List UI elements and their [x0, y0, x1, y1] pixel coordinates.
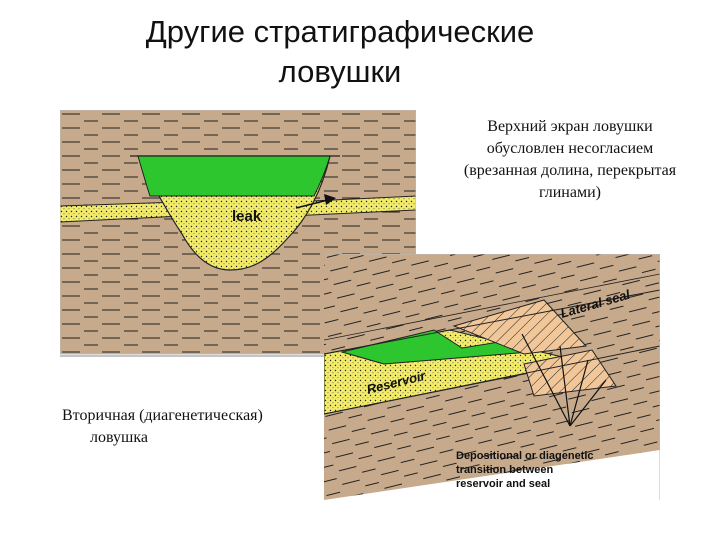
- caption-top-line-3: (врезанная долина, перекрытая: [463, 162, 677, 179]
- transition-label-line-1: Depositional or diagenetic: [456, 450, 594, 462]
- caption-bottom: Вторичная (диагенетическая) ловушка: [62, 405, 332, 449]
- pointer-line: [569, 359, 589, 427]
- caption-top: Верхний экран ловушки обусловлен несогла…: [430, 116, 710, 204]
- transition-label-line-2: transition between: [456, 464, 553, 476]
- caption-bottom-line-2: ловушка: [90, 429, 148, 446]
- lateral-seal: [452, 299, 588, 355]
- oil-accumulation: [137, 155, 331, 197]
- diagenetic-trap-diagram: Lateral seal Reservoir Depositional or d…: [324, 254, 660, 500]
- caption-top-line-2: обусловлен несогласием: [486, 140, 654, 157]
- title-line-1: Другие стратиграфические: [145, 14, 535, 49]
- leak-arrow-head: [324, 194, 336, 205]
- pointer-line: [559, 345, 571, 427]
- page-title: Другие стратиграфические ловушки: [60, 12, 620, 92]
- leak-label: leak: [232, 208, 262, 225]
- caption-bottom-line-1: Вторичная (диагенетическая): [62, 407, 263, 424]
- leak-arrow: [295, 199, 329, 209]
- caption-top-line-1: Верхний экран ловушки: [487, 118, 653, 135]
- transition-label: Depositional or diagenetic transition be…: [456, 450, 594, 490]
- caption-top-line-4: глинами): [539, 184, 601, 201]
- incised-valley-trap-diagram: leak: [60, 110, 416, 357]
- lateral-seal-lower: [523, 349, 617, 397]
- pointer-line: [521, 333, 571, 427]
- pointer-line: [569, 379, 607, 427]
- title-line-2: ловушки: [278, 54, 402, 89]
- transition-label-line-3: reservoir and seal: [456, 478, 550, 490]
